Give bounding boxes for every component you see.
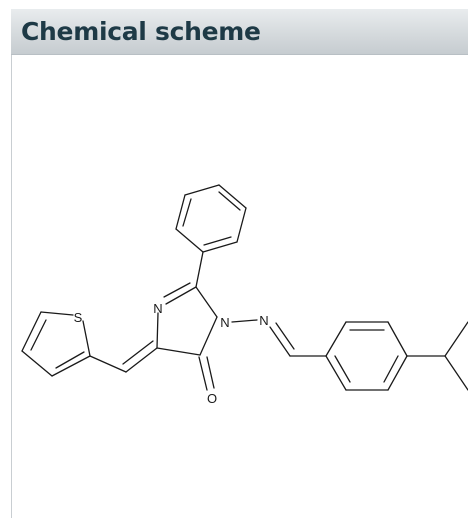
atom-label-sulfur: S [74,310,83,325]
bond [218,191,241,211]
bond [231,319,258,323]
bond [325,355,347,391]
bond [165,286,197,305]
exocyclic-double-bond [89,340,158,373]
bond [236,207,247,243]
isopropyl-group [406,321,468,391]
bond [383,355,399,383]
phenyl-ring [175,184,247,253]
bond [175,228,204,253]
bond [156,312,159,349]
panel-body [11,55,468,518]
atom-label-oxygen: O [207,391,217,406]
bond [269,326,291,357]
bond [89,355,127,373]
bond [218,184,247,209]
bond [195,251,204,288]
bond [21,350,53,377]
bond [51,355,91,377]
bond [82,320,91,357]
bond [334,355,351,383]
bond [125,347,158,373]
bond [156,347,201,356]
bond [275,322,295,350]
atom-label-ring-nitrogen: N [153,301,162,316]
thiophene-ring [21,311,91,377]
bond [199,316,218,356]
bond [444,355,468,391]
bond [163,282,191,298]
bond [387,321,408,357]
bond [325,321,347,357]
bond [184,184,220,196]
bond [203,236,232,246]
bond [122,340,154,365]
bond [21,311,42,352]
panel-title: Chemical scheme [21,17,261,46]
bond [198,356,208,391]
bond [175,194,186,230]
bond [182,198,192,227]
imidazolone-ring [156,251,218,391]
hydrazone-linker [231,319,327,357]
bond [206,356,215,389]
panel-header: Chemical scheme [11,9,468,55]
bond [202,241,238,253]
bond [444,321,468,357]
bond [30,319,47,351]
bond [195,286,218,318]
atom-label-imine-nitrogen: N [259,313,268,328]
bond [387,355,408,391]
benzene-ring [325,321,408,391]
atom-label-amide-nitrogen: N [220,315,229,330]
bond [40,311,74,316]
bond [55,351,85,369]
